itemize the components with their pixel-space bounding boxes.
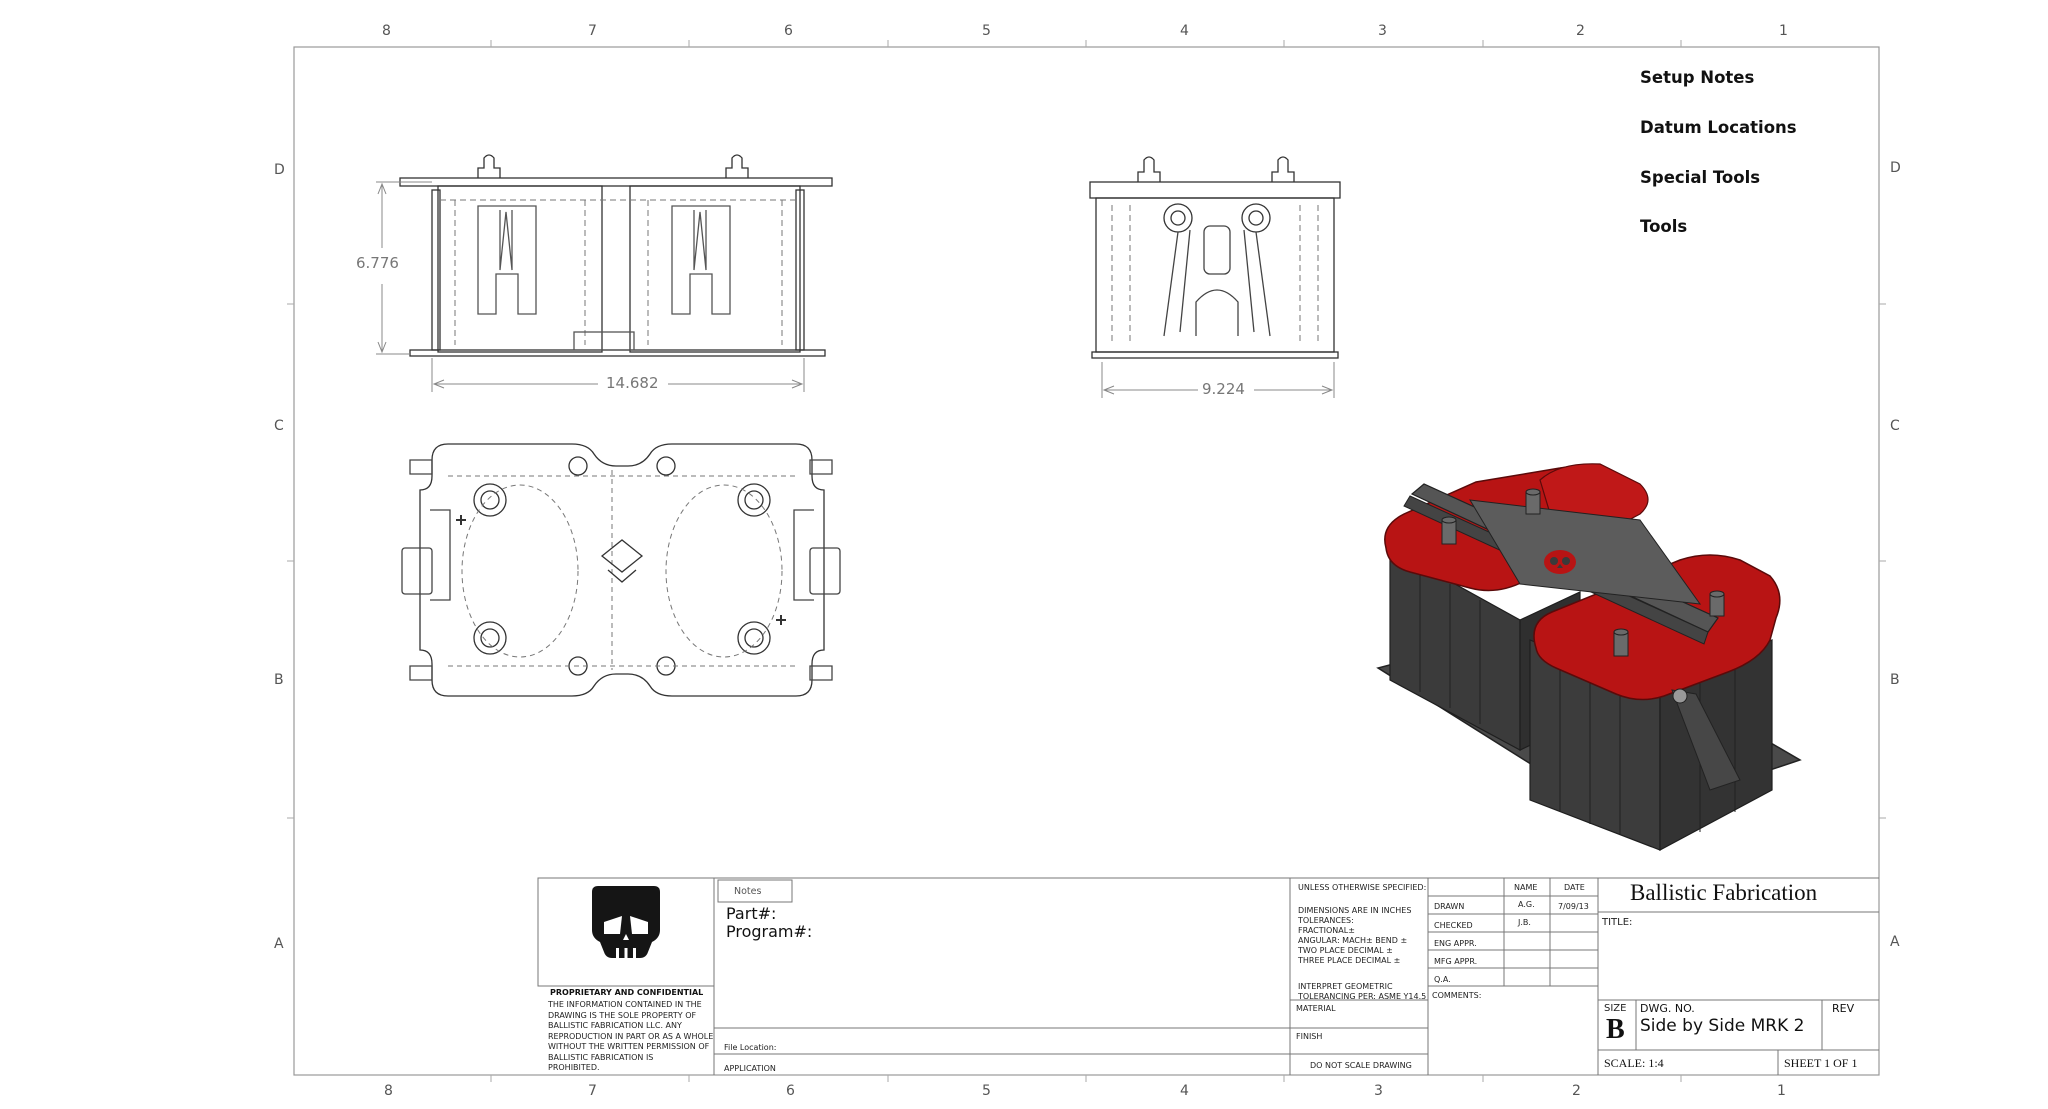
tolerance-line: ANGULAR: MACH± BEND ± [1298, 936, 1408, 945]
title-block-grid [537, 877, 1879, 1075]
tolerance-line: THREE PLACE DECIMAL ± [1298, 956, 1401, 965]
zone-col-4: 4 [1180, 23, 1189, 39]
name-header: NAME [1514, 883, 1538, 892]
geometric-tolerancing: INTERPRET GEOMETRIC TOLERANCING PER: ASM… [1298, 982, 1426, 1002]
zone-col-3: 3 [1378, 23, 1387, 39]
proprietary-line: REPRODUCTION IN PART OR AS A WHOLE [548, 1031, 714, 1041]
do-not-scale-label: DO NOT SCALE DRAWING [1310, 1061, 1412, 1070]
zone-row-d-right: D [1890, 160, 1901, 176]
zone-col-8-bottom: 8 [384, 1083, 393, 1099]
front-view [376, 154, 833, 392]
zone-row-a: A [274, 936, 284, 952]
zone-col-7-bottom: 7 [588, 1083, 597, 1099]
zone-row-a-right: A [1890, 934, 1900, 950]
proprietary-title: PROPRIETARY AND CONFIDENTIAL [550, 988, 704, 997]
proprietary-line: PROHIBITED. [548, 1063, 600, 1072]
zone-row-d: D [274, 162, 285, 178]
proprietary-line: BALLISTIC FABRICATION LLC. ANY [548, 1021, 682, 1030]
tolerance-line: TWO PLACE DECIMAL ± [1298, 946, 1393, 955]
dimension-side-width: 9.224 [1202, 380, 1245, 398]
eng-appr-label: ENG APPR. [1434, 939, 1477, 948]
tolerance-header: UNLESS OTHERWISE SPECIFIED: [1298, 883, 1427, 892]
size-value: B [1606, 1014, 1625, 1045]
mfg-appr-label: MFG APPR. [1434, 957, 1478, 966]
title-label: TITLE: [1602, 917, 1633, 928]
qa-label: Q.A. [1434, 975, 1451, 984]
scale-label: SCALE: 1:4 [1604, 1056, 1664, 1070]
tolerance-line: FRACTIONAL± [1298, 926, 1355, 935]
top-view [401, 443, 841, 697]
zone-col-7: 7 [588, 23, 597, 39]
proprietary-text: THE INFORMATION CONTAINED IN THE DRAWING… [548, 1000, 713, 1074]
drawn-date: 7/09/13 [1558, 902, 1589, 911]
tools-link[interactable]: Tools [1640, 217, 1688, 236]
tolerance-line: DIMENSIONS ARE IN INCHES [1298, 906, 1412, 915]
tolerance-line: TOLERANCES: [1298, 916, 1354, 925]
part-number-label: Part#: [726, 904, 777, 923]
zone-col-2-bottom: 2 [1572, 1083, 1581, 1099]
zone-col-5-bottom: 5 [982, 1083, 991, 1099]
zone-ticks [287, 40, 1886, 1082]
geometric-line: INTERPRET GEOMETRIC [1298, 982, 1393, 991]
program-number-label: Program#: [726, 922, 813, 941]
zone-row-c: C [274, 418, 284, 434]
proprietary-line: WITHOUT THE WRITTEN PERMISSION OF [548, 1042, 710, 1051]
comments-label: COMMENTS: [1432, 991, 1482, 1000]
zone-col-3-bottom: 3 [1374, 1083, 1383, 1099]
dimension-front-width: 14.682 [606, 374, 659, 392]
sheet-label: SHEET 1 OF 1 [1784, 1056, 1858, 1070]
notes-tab[interactable]: Notes [734, 886, 762, 897]
application-label: APPLICATION [724, 1064, 776, 1073]
side-view [1089, 156, 1341, 398]
size-label: SIZE [1604, 1003, 1627, 1014]
file-location-label: File Location: [724, 1043, 777, 1052]
zone-col-2: 2 [1576, 23, 1585, 39]
material-label: MATERIAL [1296, 1004, 1336, 1013]
proprietary-line: DRAWING IS THE SOLE PROPERTY OF [548, 1010, 697, 1020]
zone-col-1-bottom: 1 [1777, 1083, 1786, 1099]
proprietary-line: THE INFORMATION CONTAINED IN THE [548, 1000, 702, 1009]
zone-col-6-bottom: 6 [786, 1083, 795, 1099]
geometric-line: TOLERANCING PER: ASME Y14.5 [1298, 992, 1427, 1001]
rev-label: REV [1832, 1002, 1855, 1015]
company-name: Ballistic Fabrication [1630, 880, 1818, 905]
checked-name: J.B. [1518, 918, 1531, 927]
dwg-no-value: Side by Side MRK 2 [1640, 1016, 1805, 1036]
zone-row-b-right: B [1890, 672, 1900, 688]
finish-label: FINISH [1296, 1032, 1323, 1041]
zone-col-6: 6 [784, 23, 793, 39]
drawn-name: A.G. [1518, 900, 1535, 909]
zone-col-1: 1 [1779, 23, 1788, 39]
setup-notes-link[interactable]: Setup Notes [1640, 68, 1755, 87]
zone-row-c-right: C [1890, 418, 1900, 434]
isometric-view [1376, 463, 1802, 852]
zone-col-5: 5 [982, 23, 991, 39]
tolerance-lines: DIMENSIONS ARE IN INCHES TOLERANCES: FRA… [1298, 906, 1411, 966]
dimension-height: 6.776 [356, 254, 399, 272]
proprietary-line: BALLISTIC FABRICATION IS [548, 1052, 654, 1062]
date-header: DATE [1564, 883, 1585, 892]
datum-locations-link[interactable]: Datum Locations [1640, 118, 1797, 137]
checked-label: CHECKED [1434, 921, 1473, 930]
zone-col-8: 8 [382, 23, 391, 39]
drawn-label: DRAWN [1434, 902, 1465, 911]
zone-row-b: B [274, 672, 284, 688]
dwg-no-label: DWG. NO. [1640, 1002, 1695, 1015]
zone-col-4-bottom: 4 [1180, 1083, 1189, 1099]
special-tools-link[interactable]: Special Tools [1640, 168, 1761, 187]
